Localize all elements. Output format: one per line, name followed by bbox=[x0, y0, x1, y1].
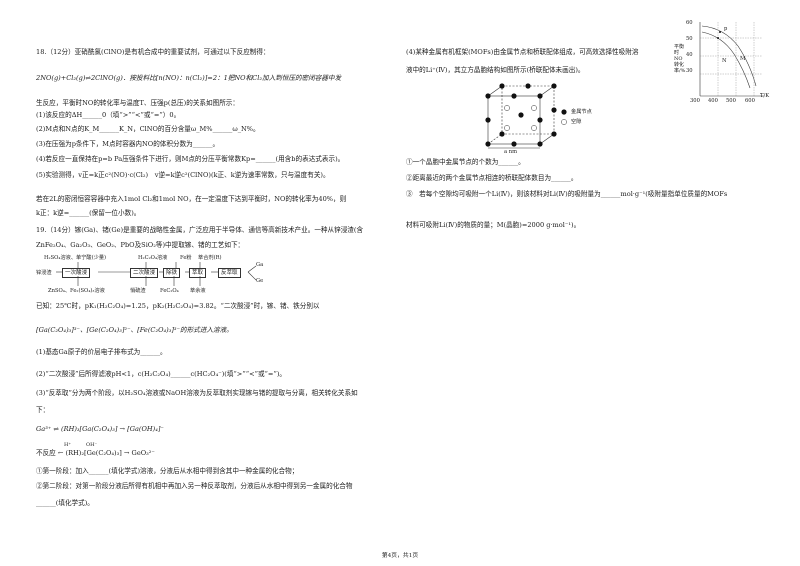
q4-part-a: ①一个晶胞中金属节点的个数为______。 bbox=[406, 158, 525, 166]
q4-part-d: 材料可吸附Li(Ⅳ)的物质的量；M(晶胞)=2000 g·mol⁻¹)。 bbox=[406, 221, 581, 229]
graph-xtick-400: 400 bbox=[708, 98, 718, 104]
q18-part1: (1)该反应的ΔH______0（填“>”“<”或“=”）0。 bbox=[36, 111, 181, 119]
flow-start: 锌浸渣 bbox=[36, 270, 52, 276]
q4-title-cont: 液中的Li⁺(Ⅳ)，其立方晶胞结构如图所示(桥联配体未画出)。 bbox=[406, 66, 585, 74]
unit-cell-diagram bbox=[485, 83, 567, 149]
q19-part3: (3)“反萃取”分为两个阶段，以H₂SO₄溶液或NaOH溶液为反萃取剂实现镓与锗… bbox=[36, 389, 358, 397]
q19-part1: (1)基态Ga原子的价层电子排布式为______。 bbox=[36, 348, 167, 356]
flow-byproduct-3: FeC₂O₄ bbox=[160, 288, 179, 294]
graph-xtick-500: 500 bbox=[726, 98, 736, 104]
flow-reagent-3: Fe粉 bbox=[180, 255, 192, 261]
graph-xtick-600: 600 bbox=[745, 98, 755, 104]
flow-step-first-leach: 一次酸浸 bbox=[62, 268, 91, 278]
q19-reaction-2: 不反应 ← (RH)₂[Ge(C₂O₄)₃] → GeO₃²⁻ bbox=[36, 449, 155, 457]
graph-ytick-30: 30 bbox=[686, 68, 693, 74]
flow-byproduct-2: 悄硫渣 bbox=[130, 288, 146, 294]
flow-byproduct-4: 萃余液 bbox=[190, 288, 206, 294]
graph-ytick-60: 60 bbox=[686, 20, 693, 26]
flow-arrows bbox=[56, 262, 257, 286]
graph-curve-p: p bbox=[724, 26, 728, 32]
q19-step2: ②第二阶段：对第一阶段分液后所得有机相中再加入另一种反萃取剂，分液后从水相中得到… bbox=[36, 482, 353, 490]
q18-part3: (3)在压强为p条件下，M点时容器内NO的体积分数为______。 bbox=[36, 140, 220, 148]
q18-part5-answer: k正：k逆=______(保留一位小数)。 bbox=[36, 209, 141, 217]
cube-edge-label: a nm bbox=[504, 149, 518, 155]
q19-title-cont: ZnFe₂O₄、Ga₂O₃、GeO₂、PbO及SiO₂等)中提取镓、锗的工艺如下… bbox=[36, 241, 245, 249]
q19-known-cont: [Ga(C₂O₄)₃]³⁻、[Ge(C₂O₄)₃]²⁻、[Fe(C₂O₄)₃]³… bbox=[36, 326, 233, 334]
q19-part3-cont: 下： bbox=[36, 406, 50, 414]
q18-equation: 2NO(g)+Cl₂(g)⇌2ClNO(g)．按投料比[n(NO)：n(Cl₂)… bbox=[36, 74, 342, 82]
flow-step-iron-removal: 除铁 bbox=[163, 268, 181, 278]
flow-output-ga: Ga bbox=[256, 262, 264, 268]
legend-void: 空隙 bbox=[571, 119, 582, 125]
q18-part4: (4)若反应一直保持在p=b Pa压强条件下进行，则M点的分压平衡常数Kp=__… bbox=[36, 155, 345, 163]
q18-part2: (2)M点和N点的K_M______K_N，ClNO的百分含量ω_M%_____… bbox=[36, 125, 260, 133]
graph-ytick-50: 50 bbox=[686, 36, 693, 42]
flow-reagent-2: H₂C₂O₄溶液 bbox=[138, 255, 168, 261]
q19-step2-answer: ______(填化学式)。 bbox=[36, 499, 94, 507]
q18-part5: (5)实验测得，v正=k正c²(NO)·c(Cl₂) v逆=k逆c²(ClNO)… bbox=[36, 171, 330, 179]
q19-reaction-reagents: H⁺ OH⁻ bbox=[64, 442, 98, 448]
flow-byproduct-1: ZnSO₄、Fe₂(SO₄)₃溶液 bbox=[48, 288, 105, 294]
conversion-temperature-graph bbox=[699, 22, 764, 97]
flow-output-ge: Ge bbox=[256, 278, 264, 284]
q19-reaction-1: Ga³⁺ ⇌ (RH)₃[Ga(C₂O₄)₃] → [Ga(OH)₄]⁻ bbox=[36, 425, 164, 433]
flow-step-back-extraction: 反萃取 bbox=[218, 268, 241, 278]
q4-title: (4)某种金属有机框架(MOFs)由金属节点和桥联配体组成，可高效选择性吸附溶 bbox=[406, 48, 639, 56]
q18-equation-cont: 生反应，平衡时NO的转化率与温度T、压强p(总压)的关系如图所示： bbox=[36, 99, 239, 107]
q4-part-c: ③ 若每个空隙均可吸附一个Li(Ⅳ)，则该材料对Li(Ⅳ)的吸附量为______… bbox=[406, 190, 728, 198]
q18-title: 18.（12分）亚硝酰氯(ClNO)是有机合成中的重要试剂，可通过以下反应制得： bbox=[36, 48, 270, 56]
q19-title: 19.（14分）镓(Ga)、锗(Ge)是重要的战略性金属，广泛应用于半导体、通信… bbox=[36, 226, 364, 234]
q18-part5-cont: 若在2L的密闭恒容容器中充入1mol Cl₂和1mol NO，在一定温度下达到平… bbox=[36, 195, 347, 203]
legend-metal-node: 金属节点 bbox=[571, 109, 592, 115]
q19-part2: (2)“二次酸浸”后所得滤液pH<1，c(H₂C₂O₄)______c(HC₂O… bbox=[36, 370, 286, 378]
page-footer: 第4页，共1页 bbox=[381, 553, 419, 559]
graph-xtick-300: 300 bbox=[690, 98, 700, 104]
q19-known: 已知：25℃时，pK₁(H₂C₂O₄)=1.25，pK₂(H₂C₂O₄)=3.8… bbox=[36, 302, 320, 310]
graph-curve-n: N bbox=[722, 58, 727, 64]
flow-reagent-1: H₂SO₄溶液、单宁酸(少量) bbox=[44, 255, 107, 261]
flow-reagent-4: 萃合剂(R) bbox=[198, 255, 222, 261]
q4-part-b: ②距离最近的两个金属节点相连的桥联配体数目为______。 bbox=[406, 174, 578, 182]
flow-step-extraction: 萃取 bbox=[189, 268, 207, 278]
graph-curve-m: M bbox=[740, 56, 746, 62]
graph-ytick-40: 40 bbox=[686, 52, 693, 58]
q19-step1: ①第一阶段：加入______(填化学式)溶液，分液后从水相中得到含其中一种金属的… bbox=[36, 467, 299, 475]
graph-ylabel: 平衡时NO转化率/% bbox=[674, 44, 686, 74]
flow-step-second-leach: 二次酸浸 bbox=[130, 268, 159, 278]
graph-xlabel: T/K bbox=[760, 93, 770, 99]
